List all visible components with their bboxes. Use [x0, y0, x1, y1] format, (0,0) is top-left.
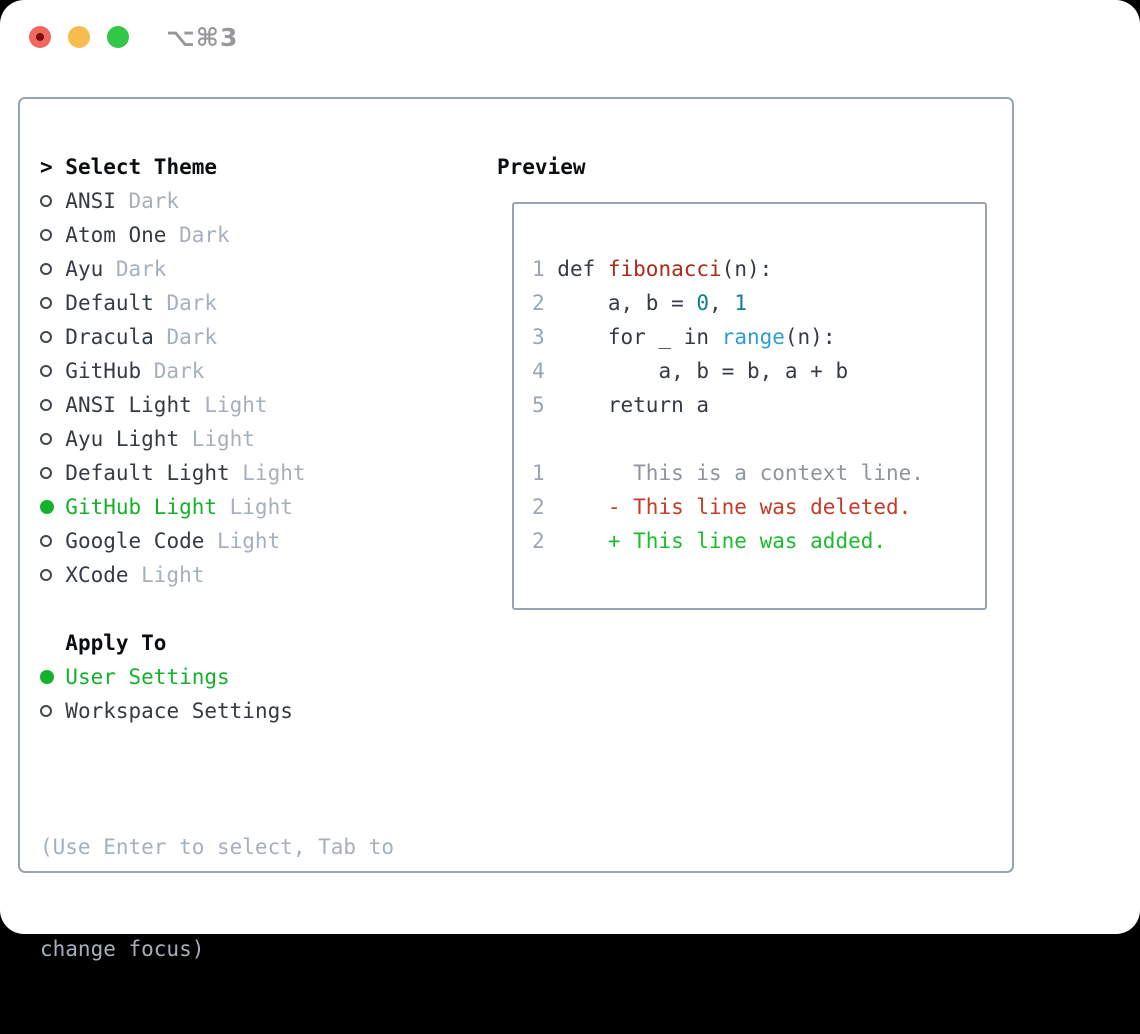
variant-tag: Light	[217, 529, 281, 553]
option-github[interactable]: GitHub Dark	[40, 354, 306, 388]
option-atom-one[interactable]: Atom One Dark	[40, 218, 306, 252]
radio-icon	[40, 467, 52, 479]
spacer-row	[40, 592, 306, 626]
option-label: Apply To	[65, 631, 167, 655]
option-label: GitHub Light	[65, 495, 218, 519]
variant-tag: Dark	[115, 257, 167, 281]
radio-icon	[40, 229, 52, 241]
radio-selected-icon	[40, 500, 54, 514]
code-line-1: 1 def fibonacci(n):	[532, 257, 773, 281]
code-line-5: 5 return a	[532, 393, 710, 417]
window-title: ⌥⌘3	[166, 23, 239, 52]
option-default[interactable]: Default Dark	[40, 286, 306, 320]
minimize-button[interactable]	[68, 26, 90, 48]
radio-icon	[40, 365, 52, 377]
option-default-light[interactable]: Default Light Light	[40, 456, 306, 490]
radio-icon	[40, 297, 52, 309]
code-line-6	[532, 422, 924, 456]
help-line-1: (Use Enter to select, Tab to	[40, 835, 395, 859]
option-label: GitHub	[65, 359, 142, 383]
radio-icon	[40, 433, 52, 445]
code-line-2: 2 a, b = 0, 1	[532, 291, 747, 315]
option-user-settings[interactable]: User Settings	[40, 660, 306, 694]
option-github-light[interactable]: GitHub Light Light	[40, 490, 306, 524]
preview-box: 1 def fibonacci(n): 2 a, b = 0, 1 3 for _ …	[512, 202, 987, 610]
radio-icon	[40, 263, 52, 275]
option-dracula[interactable]: Dracula Dark	[40, 320, 306, 354]
variant-tag: Light	[191, 427, 255, 451]
help-line-2: change focus)	[40, 937, 205, 961]
option-label: Workspace Settings	[65, 699, 293, 723]
option-label: Ayu	[65, 257, 104, 281]
option-label: Ayu Light	[65, 427, 180, 451]
variant-tag: Dark	[166, 291, 218, 315]
option-ansi[interactable]: ANSI Dark	[40, 184, 306, 218]
code-line-3: 3 for _ in range(n):	[532, 325, 836, 349]
option-label: Default	[65, 291, 154, 315]
option-ansi-light[interactable]: ANSI Light Light	[40, 388, 306, 422]
code-line-9: 2 + This line was added.	[532, 529, 887, 553]
option-ayu[interactable]: Ayu Dark	[40, 252, 306, 286]
option-label: Dracula	[65, 325, 154, 349]
variant-tag: Dark	[179, 223, 230, 247]
code-line-7: 1 This is a context line.	[532, 461, 924, 485]
help-text: (Use Enter to select, Tab to change focu…	[40, 762, 394, 1034]
titlebar: ⌥⌘3	[0, 0, 1140, 74]
radio-selected-icon	[40, 670, 54, 684]
option-label: ANSI	[65, 189, 116, 213]
variant-tag: Dark	[166, 325, 218, 349]
option-label: User Settings	[65, 665, 230, 689]
option-google-code[interactable]: Google Code Light	[40, 524, 306, 558]
radio-icon	[40, 569, 52, 581]
preview-title: Preview	[497, 155, 586, 179]
variant-tag: Light	[229, 495, 293, 519]
option-label: Default Light	[65, 461, 230, 485]
zoom-button[interactable]	[107, 26, 129, 48]
radio-icon	[40, 331, 52, 343]
option-xcode[interactable]: XCode Light	[40, 558, 306, 592]
radio-icon	[40, 535, 52, 547]
menu-header-select-theme: > Select Theme	[40, 150, 306, 184]
close-button[interactable]	[29, 26, 51, 48]
variant-tag: Light	[141, 563, 205, 587]
variant-tag: Light	[242, 461, 306, 485]
option-workspace-settings[interactable]: Workspace Settings	[40, 694, 306, 728]
variant-tag: Dark	[128, 189, 180, 213]
option-label: ANSI Light	[65, 393, 192, 417]
variant-tag: Light	[204, 393, 268, 417]
radio-icon	[40, 399, 52, 411]
radio-icon	[40, 705, 52, 717]
option-ayu-light[interactable]: Ayu Light Light	[40, 422, 306, 456]
menu-header-apply-to: Apply To	[40, 626, 306, 660]
code-line-8: 2 - This line was deleted.	[532, 495, 912, 519]
option-label: Google Code	[65, 529, 205, 553]
option-label: XCode	[65, 563, 129, 587]
code-preview: 1 def fibonacci(n): 2 a, b = 0, 1 3 for _ …	[532, 252, 924, 558]
cursor-icon: >	[40, 155, 53, 179]
option-label: Select Theme	[65, 155, 218, 179]
radio-icon	[40, 195, 52, 207]
code-line-4: 4 a, b = b, a + b	[532, 359, 849, 383]
option-label: Atom One	[65, 223, 167, 247]
variant-tag: Dark	[153, 359, 205, 383]
